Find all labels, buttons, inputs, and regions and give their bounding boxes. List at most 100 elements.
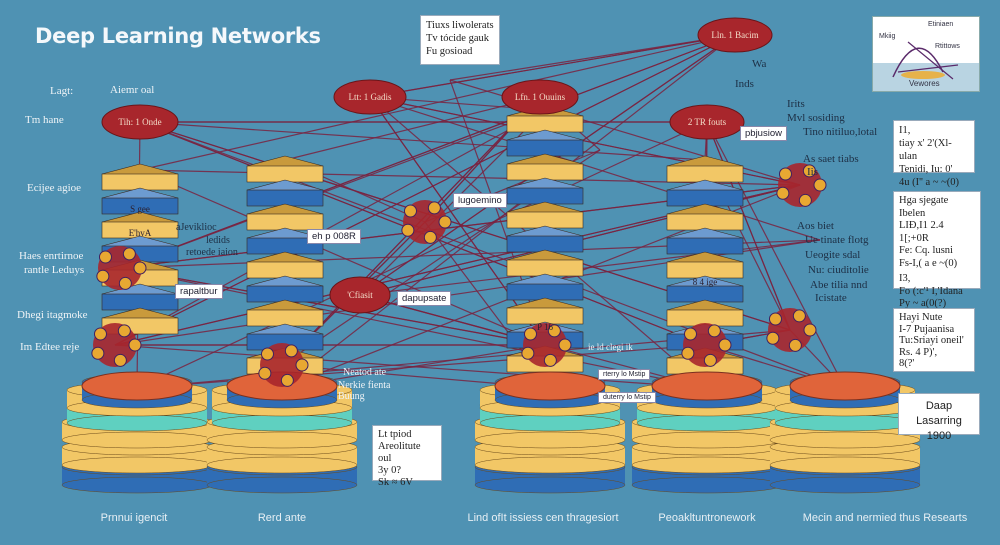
- stack-layer: [246, 309, 324, 327]
- mini-node-icon: [113, 353, 127, 367]
- stack-layer: [666, 213, 744, 231]
- cylinder-layer-bottom: [636, 414, 778, 432]
- cylinder-top: [789, 371, 901, 401]
- network-node: [329, 276, 391, 314]
- inset-diagram: Etiniaen Mkiig Rtittows Vewores: [872, 16, 980, 92]
- network-node-label: Lln. 1 Bacim: [711, 30, 758, 40]
- bottom-label: Lind ofIt issiess cen thragesiort: [467, 512, 619, 524]
- edge-line: [449, 79, 546, 346]
- right-label: Ueogite sdal: [805, 249, 861, 261]
- mini-node-icon: [118, 276, 132, 290]
- edge-line: [139, 121, 706, 161]
- mini-node-icon: [798, 193, 812, 207]
- left-label: Aiemr oal: [110, 84, 155, 96]
- cylinder-layer-bottom: [61, 476, 213, 494]
- mini-node-icon: [401, 223, 415, 237]
- tag-label: duterry lo Mstip: [598, 392, 656, 403]
- mid-label: Nerkie fienta: [338, 380, 391, 391]
- mid-label: aJeviklioc: [176, 222, 217, 233]
- edge-line: [139, 34, 736, 171]
- network-node: [101, 104, 179, 140]
- mini-node-icon: [403, 204, 417, 218]
- mini-node-icon: [438, 215, 452, 229]
- mini-node-icon: [766, 331, 780, 345]
- mini-node-icon: [427, 201, 441, 215]
- mini-node-icon: [776, 186, 790, 200]
- stack-layer: [246, 261, 324, 279]
- page-title: Deep Learning Networks: [35, 24, 321, 48]
- mini-node-icon: [543, 353, 557, 367]
- right-label: Aos biet: [797, 220, 834, 232]
- stack-layer: [506, 115, 584, 133]
- right-label: Inds: [735, 78, 754, 90]
- edge-line: [706, 121, 791, 331]
- cylinder-top: [81, 371, 193, 401]
- cylinder-layer-bottom: [206, 456, 358, 474]
- cylinder-layer-bottom: [479, 414, 621, 432]
- mini-node-icon: [284, 344, 298, 358]
- cylinder-top: [494, 371, 606, 401]
- stack-layer: [101, 293, 179, 311]
- stack-layer: [246, 189, 324, 207]
- edge-line: [119, 34, 736, 269]
- mid-label: Neatod ate: [343, 367, 387, 378]
- stack-layer: [506, 235, 584, 253]
- edge-line: [114, 109, 546, 346]
- cylinder-top: [651, 371, 763, 401]
- left-label: Tm hane: [25, 114, 64, 126]
- network-node: [697, 17, 773, 53]
- inset-label: Rtittows: [935, 43, 960, 50]
- cylinder-layer-bottom: [631, 456, 783, 474]
- right-label: Wa: [752, 58, 767, 70]
- cylinder-layer-bottom: [774, 414, 916, 432]
- stack-layer: [666, 261, 744, 279]
- stack-label: S gee: [130, 204, 150, 214]
- right-label: Icistate: [815, 292, 847, 304]
- bottom-label: Prnnui igencit: [100, 512, 168, 524]
- stack-label: P 16: [537, 322, 553, 332]
- mini-node-icon: [792, 309, 806, 323]
- right-label: Tino nitiluo,lotal: [803, 126, 878, 138]
- stack-layer: [666, 285, 744, 303]
- bottom-label: Peoakltuntronework: [658, 512, 756, 524]
- mini-node-icon: [718, 338, 732, 352]
- edge-line: [284, 96, 541, 161]
- tag-label: eh p 008R: [307, 229, 361, 244]
- stack-layer: [101, 173, 179, 191]
- cylinder-layer-bottom: [206, 476, 358, 494]
- stack-layer: [506, 211, 584, 229]
- stack-layer: [506, 139, 584, 157]
- mini-node-icon: [558, 338, 572, 352]
- mini-node-icon: [122, 247, 136, 261]
- inset-caption: Vewores: [909, 79, 940, 88]
- cylinder-layer-bottom: [474, 476, 626, 494]
- stack-layer: [666, 189, 744, 207]
- tag-label: rterry lo Mstip: [598, 369, 651, 380]
- mini-node-icon: [96, 269, 110, 283]
- mini-node-icon: [802, 164, 816, 178]
- inset-label: Etiniaen: [928, 21, 954, 28]
- stack-layer: [246, 285, 324, 303]
- cylinder-layer-bottom: [631, 431, 783, 449]
- cylinder-layer-bottom: [66, 414, 208, 432]
- mini-node-icon: [258, 366, 272, 380]
- mini-node-icon: [788, 338, 802, 352]
- tag-label: lugoemino: [453, 193, 507, 208]
- inset-label: Mkiig: [879, 33, 896, 40]
- mini-node-icon: [523, 327, 537, 341]
- mini-node-icon: [133, 261, 147, 275]
- edge-line: [369, 96, 546, 346]
- mini-node-icon: [813, 178, 827, 192]
- left-label: Im Edtee reje: [20, 341, 80, 353]
- mini-node-icon: [681, 346, 695, 360]
- cylinder-layer-bottom: [61, 431, 213, 449]
- right-label: Nu: ciuditolie: [808, 264, 869, 276]
- network-node-label: Ltt: 1 Gadis: [349, 92, 392, 102]
- cylinder-layer-bottom: [474, 456, 626, 474]
- edge-line: [114, 344, 708, 389]
- mid-label: Buung: [338, 391, 365, 402]
